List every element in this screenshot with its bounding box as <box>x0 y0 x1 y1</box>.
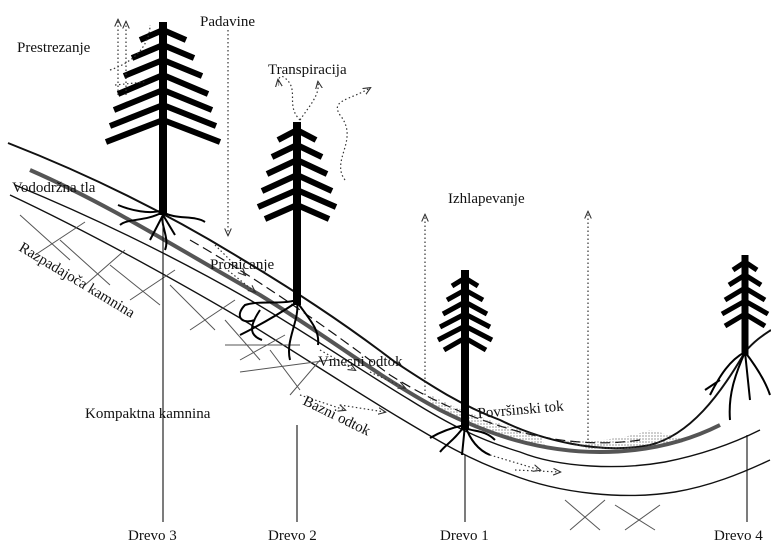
label-kompaktna-kamnina: Kompaktna kamnina <box>85 406 211 422</box>
bedrock-line <box>10 195 770 495</box>
label-drevo4: Drevo 4 <box>714 528 763 544</box>
label-izhlapevanje: Izhlapevanje <box>448 191 525 207</box>
label-padavine: Padavine <box>200 14 255 30</box>
label-razpadajoca-kamnina: Razpadajoča kamnina <box>16 240 138 322</box>
label-transpiracija: Transpiracija <box>268 62 347 78</box>
label-pronicanje: Pronicanje <box>210 257 274 273</box>
ground-surface-line <box>8 143 771 448</box>
label-drevo1: Drevo 1 <box>440 528 489 544</box>
rock-hatching <box>20 215 660 530</box>
label-prestrezanje: Prestrezanje <box>17 40 91 56</box>
label-drevo3: Drevo 3 <box>128 528 177 544</box>
soil-upper-line <box>15 185 760 467</box>
label-vmesni-odtok: Vmesni odtok <box>318 354 403 370</box>
surface-water-area <box>560 430 690 451</box>
label-vododrzna-tla: Vododržna tla <box>12 180 96 196</box>
label-povrsinski-tok: Površinski tok <box>477 398 565 422</box>
label-drevo2: Drevo 2 <box>268 528 317 544</box>
label-bazni-odtok: Bazni odtok <box>300 393 373 440</box>
